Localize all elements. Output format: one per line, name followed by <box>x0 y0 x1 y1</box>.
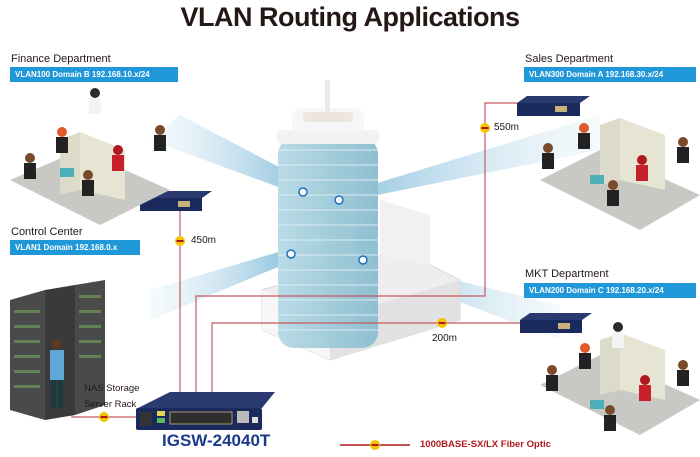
access-point-icon <box>358 255 368 265</box>
finance-office-illustration <box>10 88 170 225</box>
sales-office-illustration <box>540 118 700 230</box>
sales-vlan-bar: VLAN300 Domain A 192.168.30.x/24 <box>524 67 696 82</box>
wireless-beam-control <box>150 250 290 320</box>
page-title: VLAN Routing Applications <box>180 2 520 32</box>
control-center-label: Control Center <box>11 226 83 238</box>
core-switch-igsw-24040t <box>136 392 275 430</box>
nas-label-line2: Server Rack <box>84 399 137 410</box>
finance-vlan-bar: VLAN100 Domain B 192.168.10.x/24 <box>10 67 178 82</box>
switch-model-label: IGSW-24040T <box>162 431 271 450</box>
sales-department-label: Sales Department <box>525 53 614 65</box>
nas-label-line1: NAS Storage <box>84 383 140 394</box>
distance-label-sales: 550m <box>494 122 520 133</box>
control-center-vlan-bar: VLAN1 Domain 192.168.0.x <box>10 240 140 255</box>
mkt-vlan-bar: VLAN200 Domain C 192.168.20.x/24 <box>524 283 696 298</box>
legend-fiber-line <box>340 440 410 450</box>
fiber-badge-200m <box>437 318 447 328</box>
legend-label: 1000BASE-SX/LX Fiber Optic <box>420 439 551 450</box>
wireless-beam-finance <box>150 115 300 195</box>
fiber-link-mkt <box>211 322 530 392</box>
fiber-badge-550m <box>480 123 490 133</box>
access-point-icon <box>334 195 344 205</box>
nas-server-rack-illustration <box>10 280 105 420</box>
mkt-department-label: MKT Department <box>525 268 609 280</box>
switch-mkt <box>520 313 592 333</box>
building <box>261 80 461 361</box>
distance-label-mkt: 200m <box>432 333 458 344</box>
wireless-beam-sales <box>338 115 600 203</box>
fiber-link-sales <box>195 102 517 392</box>
switch-sales <box>517 96 590 116</box>
finance-department-label: Finance Department <box>11 53 111 65</box>
distance-label-finance: 450m <box>191 235 217 246</box>
access-point-icon <box>286 249 296 259</box>
fiber-badge-450m <box>175 236 185 246</box>
fiber-badge-control <box>99 412 109 422</box>
access-point-icon <box>298 187 308 197</box>
mkt-office-illustration <box>540 322 700 435</box>
